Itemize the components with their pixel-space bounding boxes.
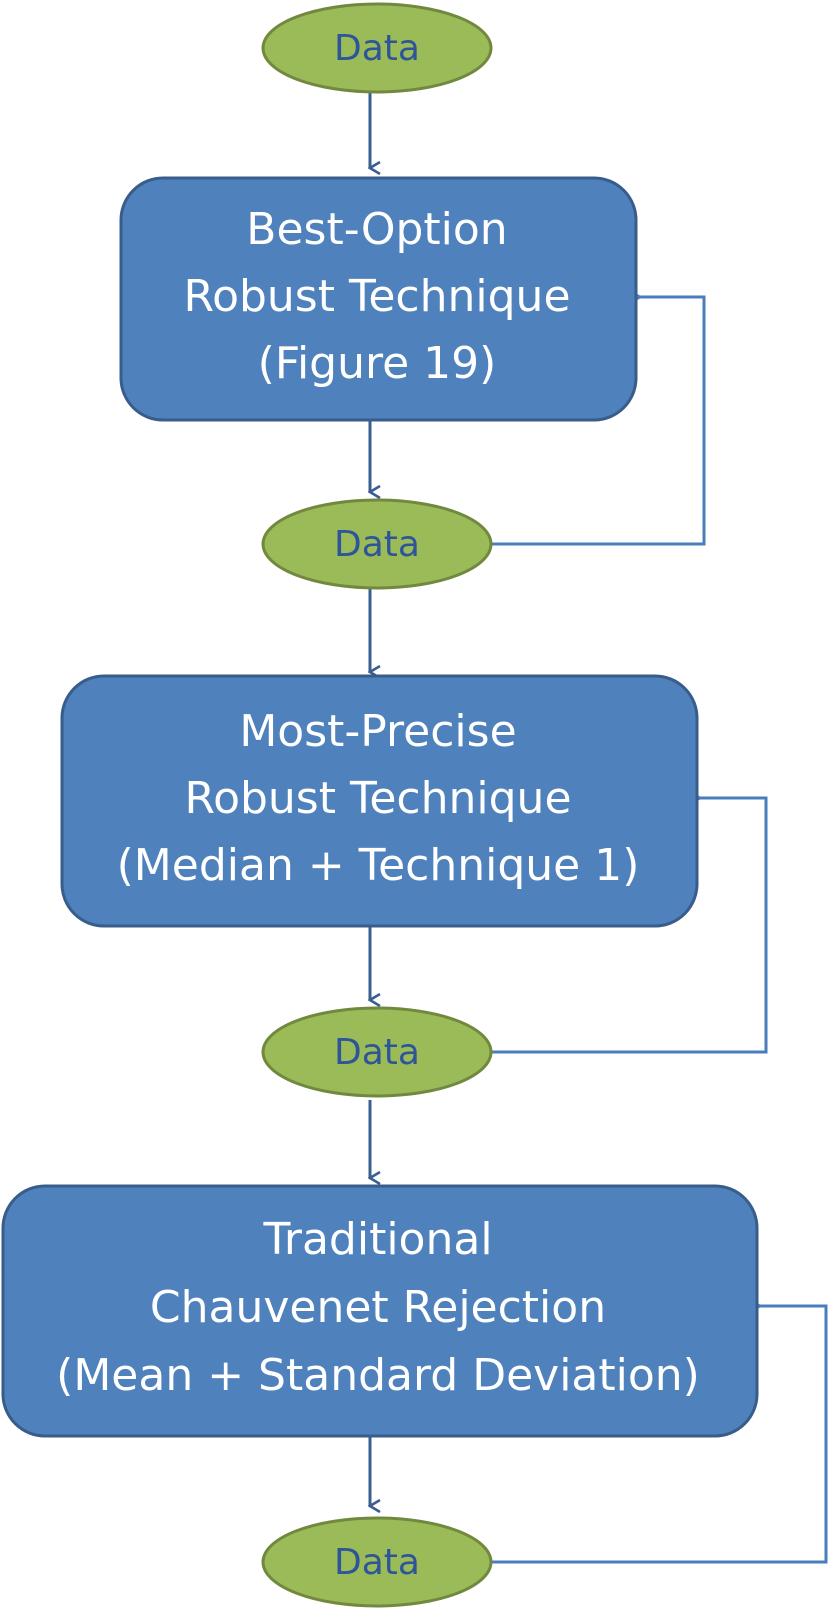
step-most-precise-line-3: (Median + Technique 1) [117, 840, 640, 891]
feedback-arrow-data4-to-step3 [486, 1306, 828, 1564]
step-most-precise-line-2: Robust Technique [184, 773, 571, 824]
data-node-1: Data [261, 2, 493, 94]
data-node-3-label: Data [334, 1032, 420, 1073]
feedback-arrow-data2-to-step1 [486, 297, 706, 546]
step-traditional-chauvenet-line-2: Chauvenet Rejection [150, 1282, 606, 1333]
data-node-2-label: Data [334, 524, 420, 565]
feedback-arrow-data3-to-step2 [486, 798, 768, 1054]
data-node-1-label: Data [334, 28, 420, 69]
step-traditional-chauvenet-line-1: Traditional [262, 1214, 492, 1265]
step-most-precise: Most-Precise Robust Technique (Median + … [60, 674, 699, 928]
step-best-option-line-3: (Figure 19) [258, 338, 497, 389]
step-most-precise-line-1: Most-Precise [239, 706, 516, 757]
data-node-2: Data [261, 498, 493, 590]
step-best-option: Best-Option Robust Technique (Figure 19) [119, 176, 638, 422]
step-traditional-chauvenet-line-3: (Mean + Standard Deviation) [56, 1350, 700, 1401]
step-best-option-line-1: Best-Option [246, 204, 507, 255]
data-node-4-label: Data [334, 1542, 420, 1583]
data-node-3: Data [261, 1006, 493, 1098]
step-best-option-line-2: Robust Technique [183, 271, 570, 322]
data-node-4: Data [261, 1516, 493, 1608]
step-traditional-chauvenet: Traditional Chauvenet Rejection (Mean + … [1, 1184, 759, 1438]
